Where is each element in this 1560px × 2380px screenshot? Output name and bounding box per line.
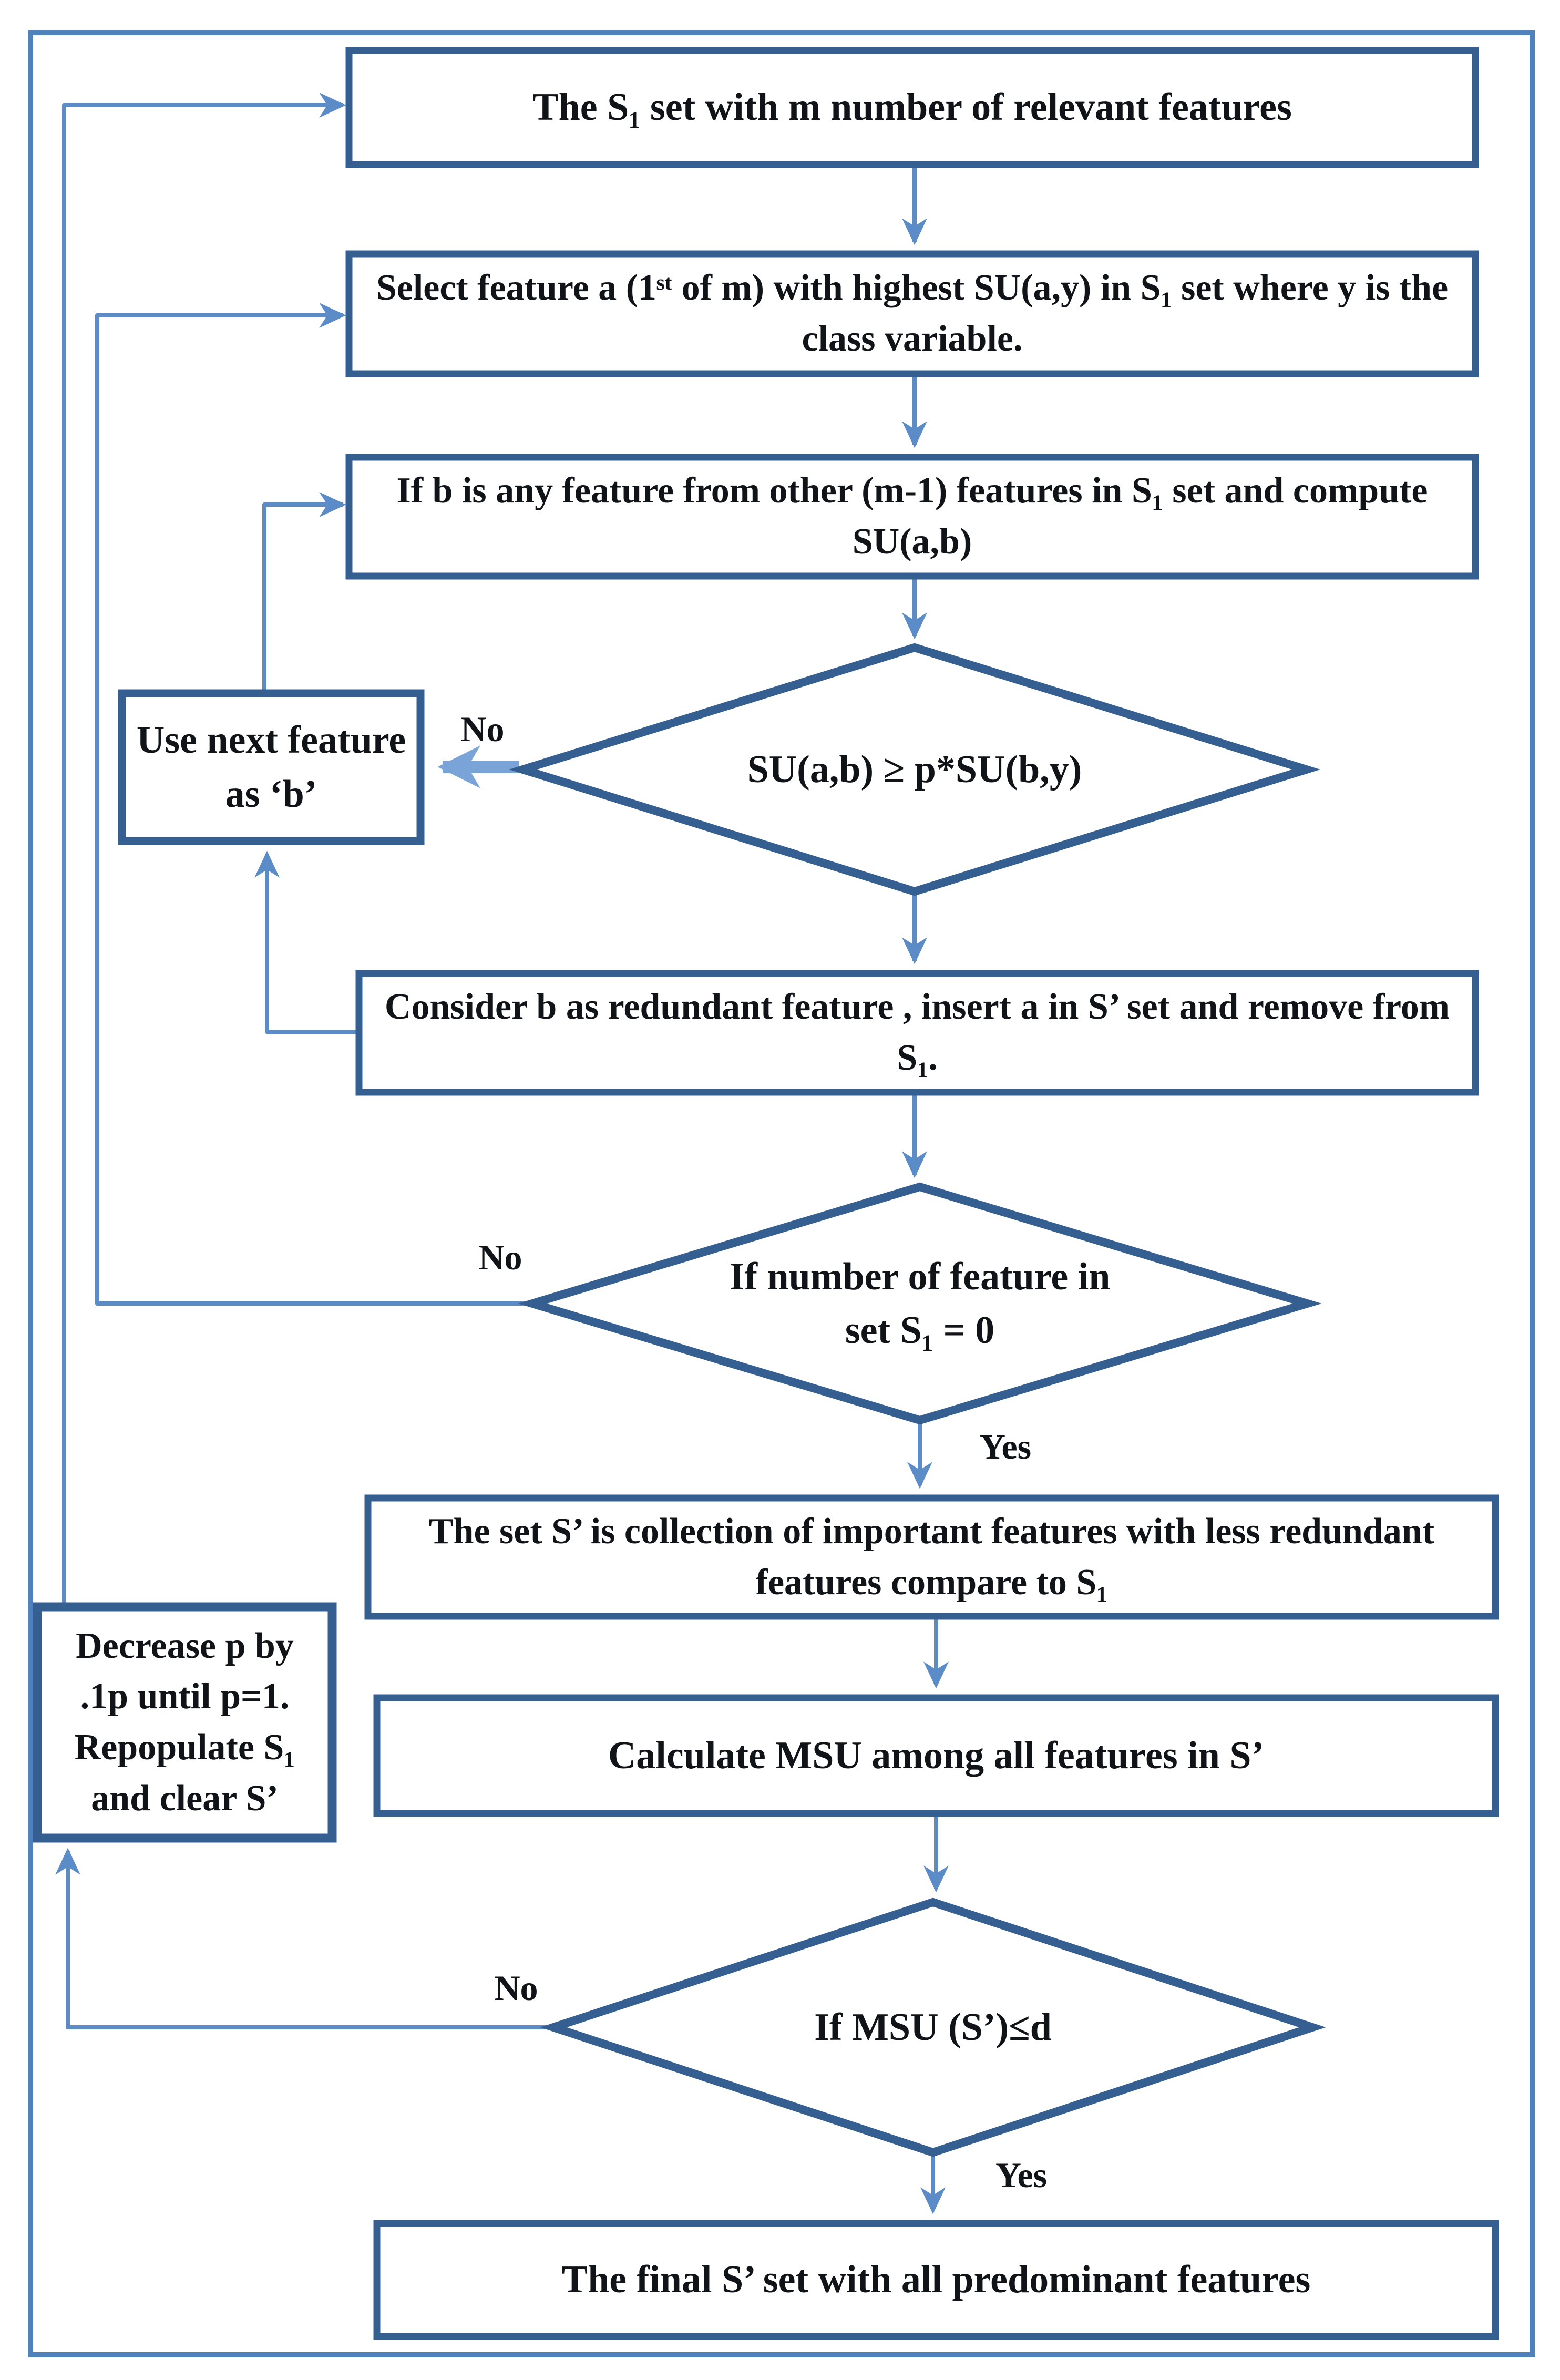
outer-border	[28, 30, 1535, 2357]
pick-b-box-shape	[345, 454, 1479, 580]
use-next-box-label: Use next feature as ‘b’	[136, 719, 406, 816]
su-test-diamond-label: SU(a,b) ≥ p*SU(b,y)	[747, 747, 1082, 791]
decrease-p-box-shape	[33, 1602, 337, 1843]
final-box-shape	[373, 2220, 1499, 2340]
msu-test-yes-label: Yes	[995, 2155, 1048, 2195]
su-test-no-label: No	[460, 709, 505, 749]
su-test-diamond-shape	[509, 643, 1320, 896]
calc-msu-box-shape	[373, 1694, 1499, 1817]
start-box-shape	[345, 47, 1479, 168]
empty-test-diamond-label: If number of feature in set S₁ = 0	[729, 1255, 1111, 1352]
edge-usenext-to-pickb	[262, 492, 346, 693]
empty-test-diamond-shape	[518, 1182, 1322, 1425]
redundant-box-shape	[355, 970, 1479, 1096]
select-a-box-shape	[345, 250, 1479, 377]
msu-test-no-label: No	[494, 1967, 538, 2008]
empty-test-no-label: No	[478, 1237, 522, 1277]
empty-test-yes-label: Yes	[979, 1426, 1032, 1466]
pick-b-box-label: If b is any feature from other (m-1) fea…	[396, 470, 1428, 562]
edge-decreasep-to-start	[62, 93, 346, 1607]
use-next-box-shape	[118, 689, 425, 845]
msu-test-diamond-shape	[540, 1897, 1326, 2157]
edge-emptytest-no-to-selecta	[95, 303, 528, 1306]
msu-test-diamond-label: If MSU (S’)≤d	[814, 2005, 1052, 2049]
start-box-label: The S₁ set with m number of relevant fea…	[532, 86, 1292, 129]
final-box-label: The final S’ set with all predominant fe…	[561, 2258, 1311, 2302]
select-a-box-label: Select feature a (1ˢᵗ of m) with highest…	[376, 268, 1449, 359]
s-prime-box-label: The set S’ is collection of important fe…	[428, 1511, 1435, 1603]
s-prime-box-shape	[364, 1494, 1499, 1620]
calc-msu-box-label: Calculate MSU among all features in S’	[608, 1733, 1265, 1777]
redundant-box-label: Consider b as redundant feature , insert…	[384, 987, 1450, 1078]
decrease-p-box-label: Decrease p by .1p until p=1. Repopulate …	[74, 1625, 295, 1819]
edge-redundant-to-usenext	[254, 850, 359, 1034]
edge-msutest-no-to-decreasep	[55, 1848, 553, 2029]
